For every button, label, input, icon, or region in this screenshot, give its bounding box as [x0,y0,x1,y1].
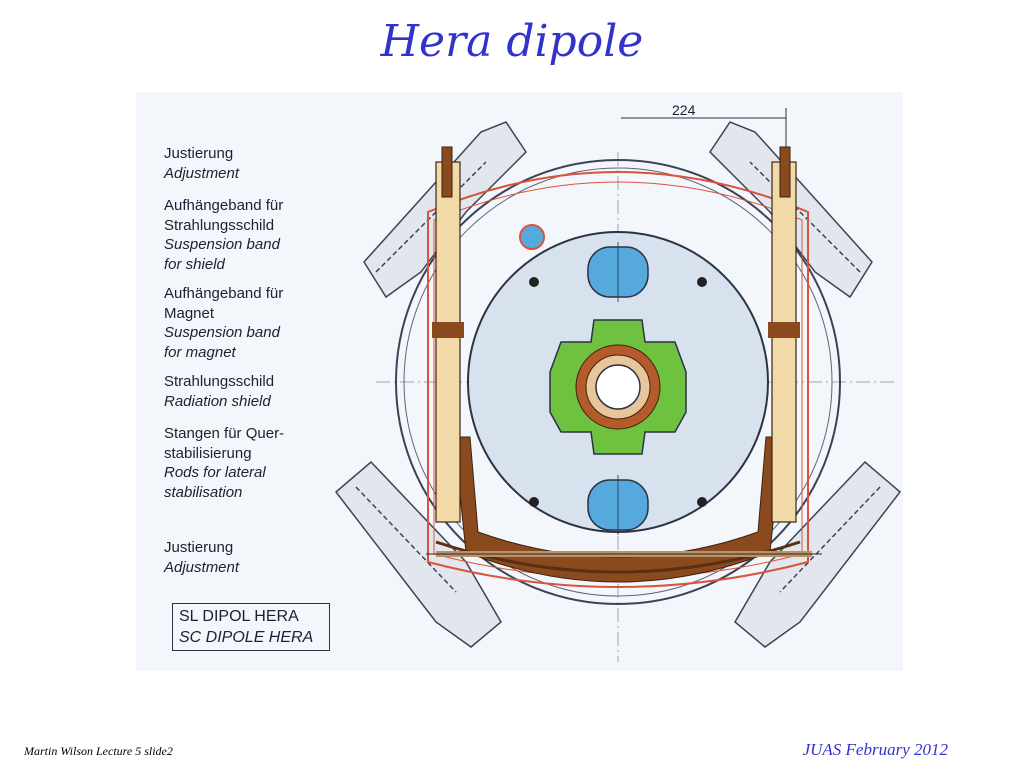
port-bottom-left [334,460,502,648]
label-adjustment-bottom: Justierung Adjustment [164,539,240,576]
label-suspension-shield: Aufhängeband für Strahlungsschild Suspen… [164,197,284,273]
label-lateral-rods: Stangen für Quer- stabilisierung Rods fo… [164,425,285,501]
label-radiation-shield: Strahlungsschild Radiation shield [164,373,275,410]
helium-tube-bottom [587,475,649,535]
drawing-title-box: SL DIPOL HERA SC DIPOLE HERA [172,603,330,651]
helium-tube-top [587,242,649,302]
label-suspension-magnet: Aufhängeband für Magnet Suspension band … [164,285,284,361]
dimension-label: 224 [672,102,696,118]
footer-event: JUAS February 2012 [802,740,948,759]
radiation-shield [427,171,809,588]
suspension-rod-left [432,146,464,523]
footer-author: Martin Wilson Lecture 5 slide2 [24,744,173,758]
vacuum-vessel-inner [403,167,833,597]
shield-cooling-tube [519,224,545,250]
label-adjustment-top: Justierung Adjustment [164,145,240,182]
beam-pipe [595,364,641,410]
dipole-drawing [334,108,902,662]
yoke-holes [529,277,707,507]
vacuum-vessel [395,159,841,605]
suspension-rod-right [768,146,800,523]
dipole-cross-section-figure: 224 Justierung Adjustment Aufhängeband f… [136,92,903,671]
slide-title: Hera dipole [380,16,644,67]
